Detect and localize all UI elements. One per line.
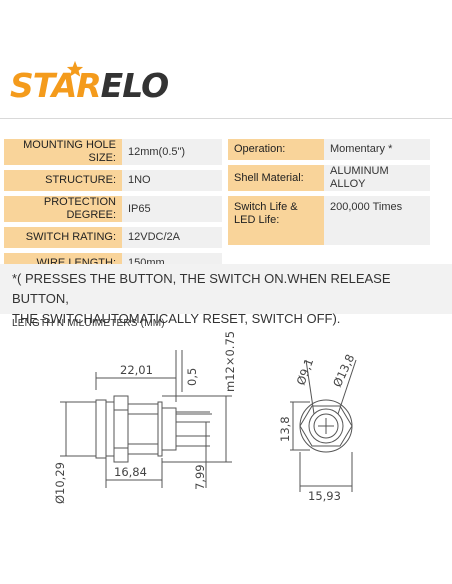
spec-label: Switch Life &LED Life: (228, 196, 324, 245)
spec-label: MOUNTING HOLE SIZE: (4, 139, 122, 165)
note-line-2: THE SWITCHAUTOMATICALLY RESET, SWITCH OF… (12, 311, 341, 326)
switch-nut-outline (113, 395, 129, 463)
dimension-drawing: 22,01 0,5 m12×0.75 16,84 7,99 Ø10,29 Ø9,… (53, 331, 357, 504)
switch-bezel-outline (105, 401, 115, 457)
brand-logo: STARELO (10, 60, 169, 108)
switch-head-outline (95, 399, 107, 459)
note-line-1: *( PRESSES THE BUTTON, THE SWITCH ON.WHE… (12, 271, 391, 306)
spec-label: PROTECTION DEGREE: (4, 196, 122, 222)
spec-row: MOUNTING HOLE SIZE: 12mm(0.5") (4, 139, 222, 165)
spec-row: PROTECTION DEGREE: IP65 (4, 196, 222, 222)
spec-label: SWITCH RATING: (4, 227, 122, 248)
star-icon (66, 60, 84, 77)
brand-part-star: STAR (10, 66, 102, 105)
outer-ring-outline (299, 399, 353, 453)
spec-label: Shell Material: (228, 165, 324, 191)
spec-table-left: MOUNTING HOLE SIZE: 12mm(0.5") STRUCTURE… (4, 134, 222, 279)
dim-15-93-label: 15,93 (308, 489, 341, 503)
spec-row: SWITCH RATING: 12VDC/2A (4, 227, 222, 248)
spec-row: STRUCTURE: 1NO (4, 170, 222, 191)
spec-row: Operation: Momentary * (228, 139, 430, 160)
dim-0-5-label: 0,5 (185, 368, 199, 386)
spec-value: 1NO (122, 170, 222, 191)
spec-value: 200,000 Times (324, 196, 430, 245)
switch-tail-outline (161, 407, 177, 451)
dim-16-84-label: 16,84 (114, 465, 147, 479)
spec-value: 12mm(0.5") (122, 139, 222, 165)
led-ring-outline (313, 413, 339, 439)
dim-m12-label: m12×0.75 (223, 331, 237, 392)
spec-value: Momentary * (324, 139, 430, 160)
spec-value: ALUMINUM ALLOY (324, 165, 430, 191)
spec-label: STRUCTURE: (4, 170, 122, 191)
dim-13-8-label: 13,8 (278, 416, 292, 442)
dim-10-29-label: Ø10,29 (53, 462, 67, 504)
spec-label: Operation: (228, 139, 324, 160)
operation-note: *( PRESSES THE BUTTON, THE SWITCH ON.WHE… (0, 264, 452, 326)
dimensions-title: LENGTH N MILUIMETERS (MM) (12, 318, 165, 329)
spec-row: Switch Life &LED Life: 200,000 Times (228, 196, 430, 245)
dim-22-01-label: 22,01 (120, 363, 153, 377)
switch-ring-outline (157, 401, 163, 457)
dim-7-99-label: 7,99 (193, 464, 207, 490)
spec-value: 12VDC/2A (122, 227, 222, 248)
dim-9-1-label: Ø9,1 (294, 357, 317, 387)
switch-thread-outline (127, 403, 159, 455)
header-divider (0, 118, 452, 119)
spec-value: IP65 (122, 196, 222, 222)
brand-part-elo: ELO (100, 66, 169, 105)
spec-row: Shell Material: ALUMINUM ALLOY (228, 165, 430, 191)
spec-label-line2: LED Life: (234, 214, 280, 226)
dim-13-8-dia-label: Ø13,8 (330, 352, 357, 389)
inner-button-outline (308, 408, 344, 444)
brand-wordmark: STARELO (10, 64, 169, 108)
spec-label-line1: Switch Life & (234, 201, 298, 213)
spec-table-right: Operation: Momentary * Shell Material: A… (228, 134, 430, 250)
